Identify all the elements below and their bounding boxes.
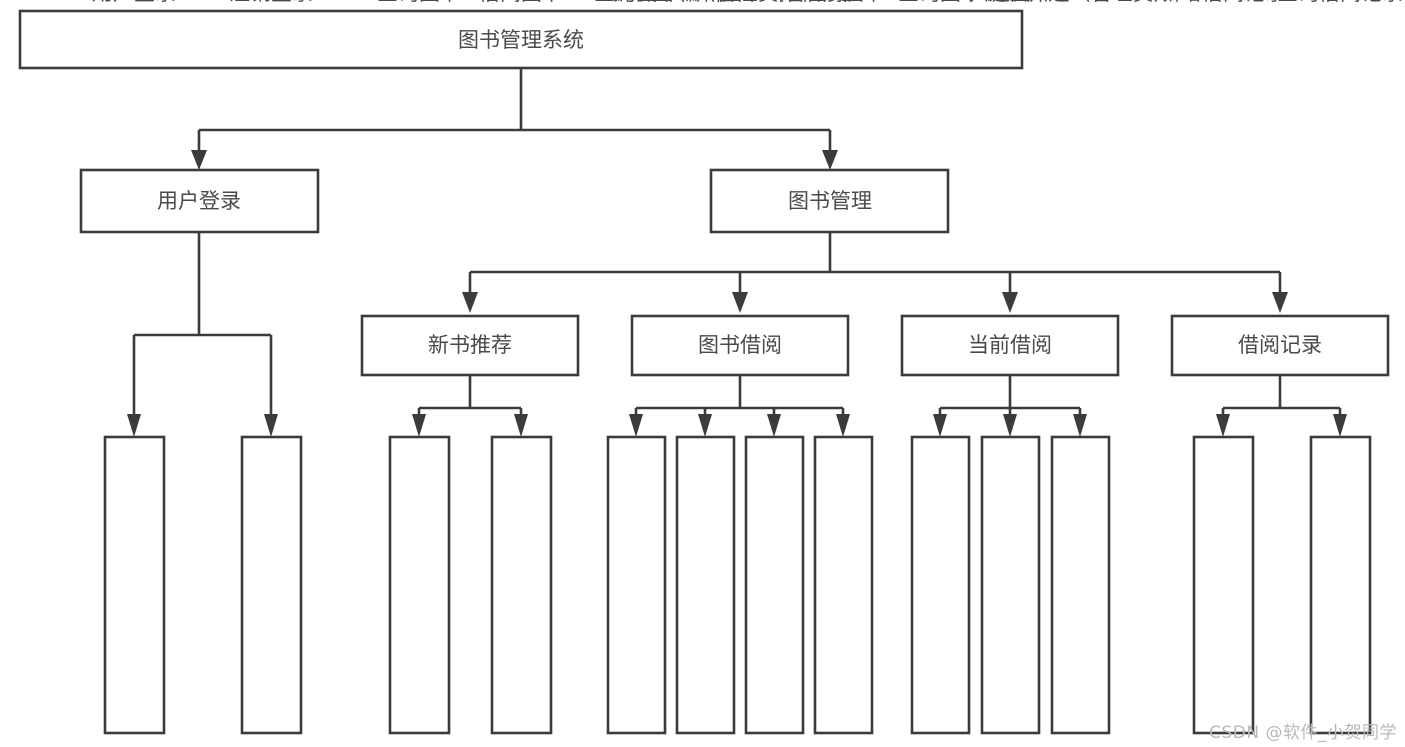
leaf-edit-book-label: 编辑图书（管理员） (680, 0, 869, 5)
connector-group-root (191, 68, 838, 170)
leaf-add-record[interactable]: 新增借阅记录 (1160, 0, 1286, 735)
node-book-manage[interactable]: 图书管理 (709, 168, 950, 234)
node-user-login[interactable]: 用户登录 (79, 168, 320, 234)
leaf-query-book-1-label: 查询图书 (377, 0, 461, 5)
leaf-query-book-3-label: 查询图书 (898, 0, 982, 5)
leaf-query-book-3[interactable]: 查询图书 (898, 0, 982, 735)
leaf-user-login[interactable]: 用户登录 (92, 0, 176, 735)
connector-group-book-manage (462, 232, 1288, 313)
leaf-confirm-return[interactable]: 确认归还（管理员） (986, 0, 1175, 735)
arrow-root-to-book-manage (822, 150, 838, 170)
leaf-query-record[interactable]: 查询借阅记录 (1277, 0, 1403, 735)
arrow-cb-to-leaf-2 (1003, 414, 1017, 437)
leaf-add-book[interactable]: 新增图书（管理员） (611, 0, 800, 735)
connector-group-book-borrow (629, 375, 850, 437)
leaf-logout-login-box[interactable] (240, 435, 303, 735)
arrow-br-to-leaf-1 (1216, 414, 1230, 437)
node-current-borrow-box[interactable] (900, 314, 1120, 377)
connector-group-new-book (412, 375, 528, 437)
leaf-add-book-label: 新增图书（管理员） (611, 0, 800, 5)
leaf-logout-login-label: 注销登录 (229, 0, 313, 5)
arrow-bb-to-leaf-4 (836, 414, 850, 437)
leaf-borrow-book-2-box[interactable] (813, 435, 874, 735)
leaf-edit-book-box[interactable] (744, 435, 805, 735)
connector-group-borrow-record (1216, 375, 1347, 437)
leaf-borrow-book-2-label: 借阅图书 (801, 0, 885, 5)
leaf-confirm-return-label: 确认归还（管理员） (986, 0, 1175, 5)
arrow-cb-to-leaf-1 (933, 414, 947, 437)
node-new-book-recommend[interactable]: 新书推荐 (360, 314, 580, 377)
arrow-nb-to-leaf-2 (514, 414, 528, 437)
node-current-borrow-label: 当前借阅 (968, 333, 1052, 357)
node-book-borrow-box[interactable] (630, 314, 850, 377)
leaf-borrow-book-1-box[interactable] (490, 435, 553, 735)
leaf-borrow-book-2[interactable]: 借阅图书 (801, 0, 885, 735)
arrow-bm-to-borrow-record (1272, 292, 1288, 313)
leaf-logout-login[interactable]: 注销登录 (229, 0, 313, 735)
arrow-cb-to-leaf-3 (1073, 414, 1087, 437)
leaf-add-book-box[interactable] (675, 435, 736, 735)
leaf-user-login-label: 用户登录 (92, 0, 176, 5)
leaf-query-book-2[interactable]: 查询图书 (594, 0, 678, 735)
node-root[interactable]: 图书管理系统 (18, 9, 1024, 70)
node-book-borrow[interactable]: 图书借阅 (630, 314, 850, 377)
leaf-borrow-book-1-label: 借阅图书 (479, 0, 563, 5)
leaf-query-book-2-box[interactable] (606, 435, 667, 735)
leaf-query-record-box[interactable] (1309, 435, 1372, 735)
leaf-add-record-box[interactable] (1192, 435, 1255, 735)
arrow-ul-to-leaf-1 (127, 414, 141, 437)
node-book-manage-label: 图书管理 (788, 189, 872, 213)
arrow-root-to-user-login (191, 150, 207, 170)
arrow-bb-to-leaf-3 (767, 414, 781, 437)
node-current-borrow[interactable]: 当前借阅 (900, 314, 1120, 377)
arrow-bm-to-current-borrow (1002, 292, 1018, 313)
leaf-query-book-1-box[interactable] (388, 435, 451, 735)
leaf-return-book-box[interactable] (980, 435, 1041, 735)
leaf-query-book-1[interactable]: 查询图书 (377, 0, 461, 735)
leaf-confirm-return-box[interactable] (1050, 435, 1111, 735)
leaf-add-record-label: 新增借阅记录 (1160, 0, 1286, 5)
node-user-login-label: 用户登录 (157, 189, 241, 213)
arrow-nb-to-leaf-1 (412, 414, 426, 437)
arrow-bb-to-leaf-1 (629, 414, 643, 437)
connector-group-user-login (127, 232, 278, 437)
node-root-box[interactable] (18, 9, 1024, 70)
leaf-borrow-book-1[interactable]: 借阅图书 (479, 0, 563, 735)
leaf-return-book-label: 归还图书 (968, 0, 1052, 5)
arrow-bm-to-new-book (462, 292, 478, 313)
node-book-borrow-label: 图书借阅 (698, 333, 782, 357)
leaf-query-record-label: 查询借阅记录 (1277, 0, 1403, 5)
arrow-br-to-leaf-2 (1333, 414, 1347, 437)
node-borrow-record-box[interactable] (1170, 314, 1390, 377)
arrow-bb-to-leaf-2 (698, 414, 712, 437)
connector-group-current-borrow (933, 375, 1087, 437)
node-new-book-recommend-box[interactable] (360, 314, 580, 377)
leaf-query-book-2-label: 查询图书 (594, 0, 678, 5)
leaf-edit-book[interactable]: 编辑图书（管理员） (680, 0, 869, 735)
arrow-ul-to-leaf-2 (264, 414, 278, 437)
node-new-book-recommend-label: 新书推荐 (428, 333, 512, 357)
node-root-label: 图书管理系统 (458, 28, 584, 52)
leaf-user-login-box[interactable] (103, 435, 166, 735)
leaf-query-book-3-box[interactable] (910, 435, 971, 735)
node-borrow-record-label: 借阅记录 (1238, 333, 1322, 357)
node-book-manage-box[interactable] (709, 168, 950, 234)
node-borrow-record[interactable]: 借阅记录 (1170, 314, 1390, 377)
node-user-login-box[interactable] (79, 168, 320, 234)
leaf-return-book[interactable]: 归还图书 (968, 0, 1052, 735)
arrow-bm-to-book-borrow (732, 292, 748, 313)
